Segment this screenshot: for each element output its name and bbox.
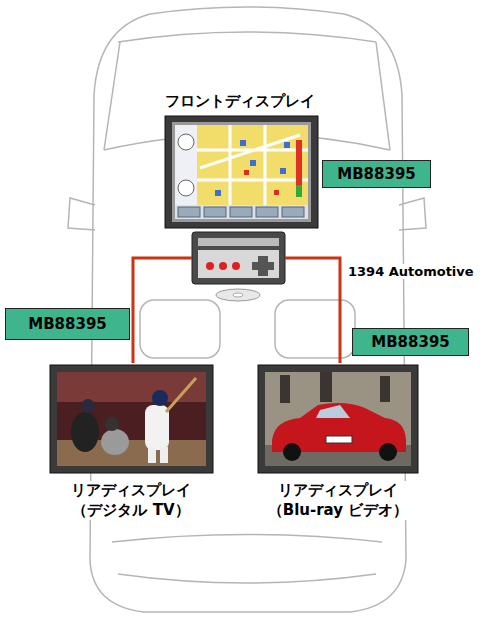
rear-screen-baseball — [57, 372, 206, 466]
front-screen-map — [165, 116, 318, 228]
cable-connector — [133, 258, 160, 363]
front-screen-map — [178, 180, 194, 196]
chip-name: MB88395 — [28, 315, 107, 333]
rear-screen-baseball — [81, 399, 95, 413]
rear-screen-baseball — [145, 405, 169, 450]
media-player — [252, 256, 274, 276]
map-roads — [175, 125, 308, 205]
wire-stub — [160, 257, 320, 260]
front-screen-map — [256, 207, 278, 217]
front-screen-map — [204, 207, 226, 217]
front-screen-map — [175, 125, 308, 205]
media-player — [232, 262, 240, 270]
rear-screen-baseball — [101, 429, 129, 455]
front-screen-map — [274, 190, 279, 195]
rear-screen-baseball — [105, 417, 119, 431]
wire-stub — [160, 257, 320, 260]
rear-screen-baseball — [57, 372, 206, 402]
display-caption: リアディスプレイ （デジタル TV） — [67, 481, 196, 520]
chip-name: MB88395 — [337, 165, 416, 183]
chip-callout: MB88395 — [5, 308, 130, 340]
car-outline — [112, 535, 382, 543]
rear-screen-baseball — [71, 412, 99, 452]
media-player — [219, 262, 227, 270]
rear-display: リアディスプレイ （Blu-ray ビデオ） — [256, 363, 420, 525]
front-screen-map — [175, 125, 308, 219]
front-screen-map — [172, 122, 311, 222]
rear-screen-baseball — [160, 447, 168, 463]
chip-name: MB88395 — [371, 333, 450, 351]
media-player — [198, 238, 279, 246]
media-player — [206, 262, 214, 270]
front-screen-map — [178, 207, 200, 217]
car-outline — [399, 198, 426, 230]
car-outline — [90, 7, 406, 612]
rear-screen-baseball — [166, 378, 196, 412]
car-outline — [275, 300, 355, 358]
rear-display: リアディスプレイ （デジタル TV） — [48, 363, 214, 525]
media-player — [233, 293, 243, 297]
rear-screen-car — [258, 365, 418, 473]
rear-screen-car — [320, 372, 332, 402]
rear-screen-car — [380, 376, 390, 402]
front-screen-map — [175, 125, 197, 205]
front-screen-map — [178, 134, 194, 150]
rear-screen-baseball — [148, 447, 156, 463]
front-screen-map — [230, 207, 252, 217]
front-screen-map — [240, 140, 246, 146]
car-outline — [118, 574, 376, 583]
car-outline — [118, 32, 376, 42]
rear-screen-baseball — [50, 365, 213, 473]
rear-screen-car — [283, 443, 301, 461]
rear-screen-baseball — [152, 390, 168, 406]
front-screen-map — [250, 160, 256, 166]
front-screen-map — [175, 205, 308, 219]
media-player — [198, 250, 279, 278]
front-screen-map — [296, 140, 302, 185]
front-screen-map — [244, 170, 249, 175]
display-title: フロントディスプレイ — [163, 92, 317, 110]
car-outline — [68, 198, 95, 230]
rear-screen-car — [316, 405, 350, 418]
rear-screen-car — [280, 375, 290, 403]
media-player — [216, 289, 260, 301]
media-player — [192, 232, 285, 284]
display-caption: リアディスプレイ （Blu-ray ビデオ） — [263, 481, 413, 520]
chip-callout: MB88395 — [352, 328, 469, 356]
media-player — [192, 232, 285, 301]
front-screen-map — [280, 168, 286, 174]
rear-screen-car — [265, 372, 411, 466]
rear-screen-car — [379, 443, 397, 461]
front-screen-map — [284, 142, 290, 148]
chip-callout: MB88395 — [322, 160, 431, 188]
front-display: フロントディスプレイ — [160, 92, 320, 304]
front-screen-map — [215, 190, 221, 196]
cable-connector — [320, 258, 340, 363]
front-screen-map — [165, 116, 318, 228]
rear-screen-car — [326, 436, 352, 443]
front-screen-map — [282, 207, 304, 217]
bus-label: 1394 Automotive — [346, 264, 476, 279]
rear-screen-baseball — [50, 365, 213, 473]
front-screen-map — [296, 185, 302, 197]
rear-screen-car — [258, 365, 418, 473]
car-outline — [140, 300, 220, 358]
